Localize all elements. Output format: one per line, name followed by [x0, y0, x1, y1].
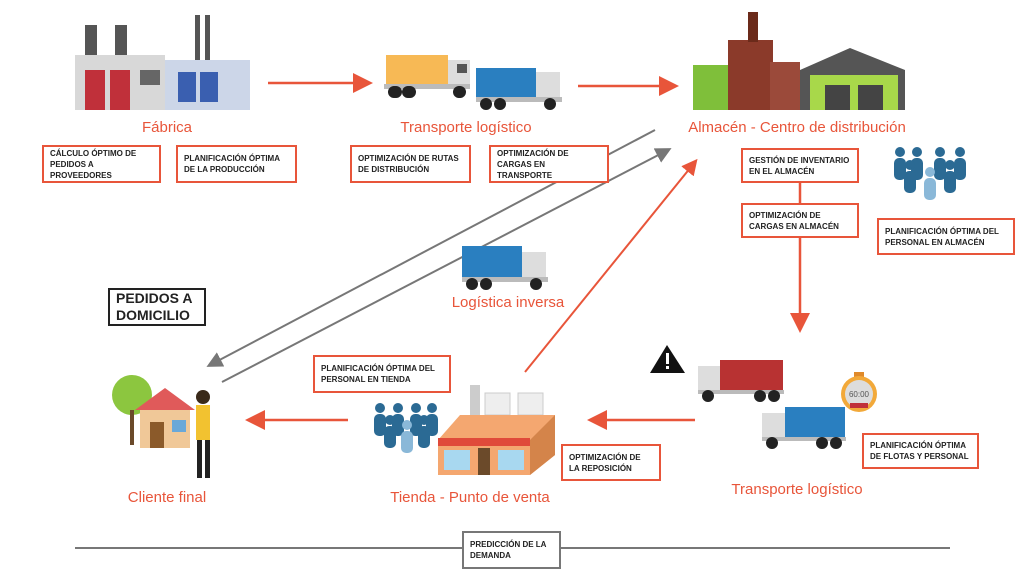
- transport-bottom-label: Transporte logístico: [731, 481, 863, 498]
- store-label: Tienda - Punto de venta: [390, 489, 550, 506]
- box-store-staff: PLANIFICACIÓN ÓPTIMA DEL PERSONAL EN TIE…: [313, 355, 451, 393]
- store-icon: [438, 385, 555, 475]
- box-demand-prediction: PREDICCIÓN DE LA DEMANDA: [462, 531, 561, 569]
- box-warehouse-staff: PLANIFICACIÓN ÓPTIMA DEL PERSONAL EN ALM…: [877, 218, 1015, 255]
- box-replenishment: OPTIMIZACIÓN DE LA REPOSICIÓN: [561, 444, 661, 481]
- client-label: Cliente final: [127, 489, 207, 506]
- warehouse-label: Almacén - Centro de distribución: [688, 119, 906, 136]
- box-supplier-orders: CÁLCULO ÓPTIMO DE PEDIDOS A PROVEEDORES: [42, 145, 161, 183]
- stopwatch-text: 60:00: [849, 390, 870, 399]
- factory-label: Fábrica: [141, 119, 193, 136]
- warehouse-icon: [693, 12, 905, 110]
- box-home-orders: PEDIDOS A DOMICILIO: [108, 288, 206, 326]
- box-route-optimization: OPTIMIZACIÓN DE RUTAS DE DISTRIBUCIÓN: [350, 145, 471, 183]
- factory-icon: [75, 15, 250, 110]
- box-fleet-planning: PLANIFICACIÓN ÓPTIMA DE FLOTAS Y PERSONA…: [862, 433, 979, 469]
- truck-reverse-icon: [462, 246, 548, 290]
- truck-yellow-icon: [384, 55, 470, 98]
- transport-top-label: Transporte logístico: [400, 119, 532, 136]
- box-production-planning: PLANIFICACIÓN ÓPTIMA DE LA PRODUCCIÓN: [176, 145, 297, 183]
- truck-red-icon: [698, 360, 784, 402]
- stopwatch-icon: [841, 372, 877, 412]
- box-warehouse-load: OPTIMIZACIÓN DE CARGAS EN ALMACÉN: [741, 203, 859, 238]
- people-warehouse-icon: [894, 147, 966, 200]
- store-people-icon: [374, 403, 438, 453]
- box-inventory: GESTIÓN DE INVENTARIO EN EL ALMACÉN: [741, 148, 859, 183]
- client-person-icon: [196, 390, 210, 478]
- truck-blue-bottom-icon: [762, 407, 846, 449]
- warning-icon: [650, 345, 685, 373]
- box-transport-load: OPTIMIZACIÓN DE CARGAS EN TRANSPORTE: [489, 145, 609, 183]
- house-icon: [112, 375, 195, 448]
- reverse-logistics-label: Logística inversa: [451, 294, 565, 311]
- truck-blue-icon: [476, 68, 562, 110]
